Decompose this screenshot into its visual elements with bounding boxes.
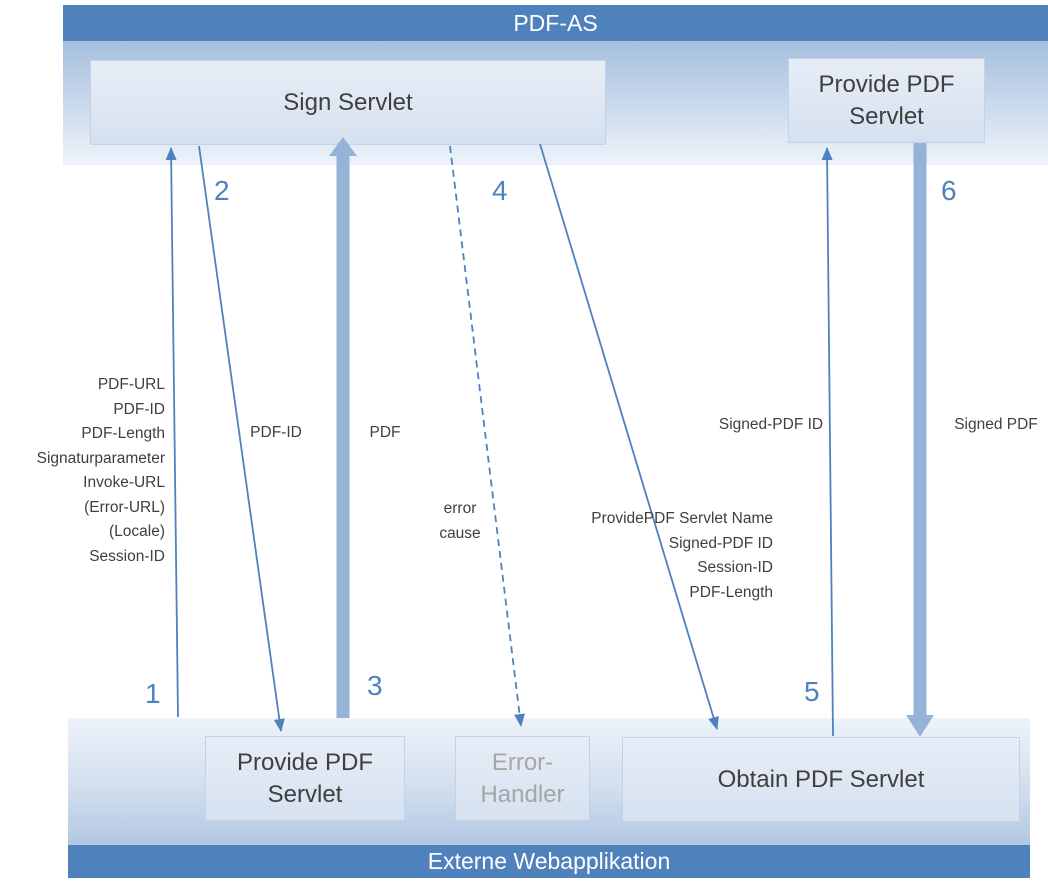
arrow-step4-error-dashed-down bbox=[449, 145, 526, 727]
step1-number: 1 bbox=[145, 678, 161, 709]
error-handler-box: Error- Handler bbox=[455, 736, 590, 821]
step4-redirect-parameters-label: ProvidePDF Servlet Name Signed-PDF ID Se… bbox=[591, 510, 773, 601]
arrow-step1-request-up bbox=[165, 147, 179, 718]
step1-parameters-label: PDF-URL PDF-ID PDF-Length Signaturparame… bbox=[36, 376, 165, 565]
error-handler-label: Error- Handler bbox=[480, 749, 565, 808]
externe-webapplikation-title: Externe Webapplikation bbox=[427, 848, 671, 874]
obtain-pdf-servlet-box: Obtain PDF Servlet bbox=[622, 737, 1020, 822]
obtain-pdf-servlet-label: Obtain PDF Servlet bbox=[717, 765, 925, 793]
pdf-as-title-bar: PDF-AS bbox=[63, 5, 1048, 41]
provide-pdf-servlet-top-label: Provide PDF Servlet bbox=[818, 71, 955, 130]
step3-number: 3 bbox=[367, 670, 383, 701]
step6-number: 6 bbox=[941, 175, 957, 206]
provide-pdf-servlet-bottom-label: Provide PDF Servlet bbox=[236, 749, 374, 808]
step2-number: 2 bbox=[214, 175, 230, 206]
sign-servlet-box: Sign Servlet bbox=[90, 60, 606, 145]
pdf-as-title: PDF-AS bbox=[513, 9, 598, 36]
sign-servlet-label: Sign Servlet bbox=[283, 88, 413, 116]
step3-pdf-label: PDF bbox=[369, 424, 401, 441]
provide-pdf-servlet-top-box: Provide PDF Servlet bbox=[788, 58, 985, 143]
step4-error-cause-label: error cause bbox=[439, 500, 481, 542]
provide-pdf-servlet-bottom-box: Provide PDF Servlet bbox=[205, 736, 405, 821]
step5-number: 5 bbox=[804, 676, 820, 707]
step5-signed-pdf-id-label: Signed-PDF ID bbox=[718, 416, 824, 433]
arrow-step6-signed-pdf-thick-down bbox=[906, 143, 934, 737]
step6-signed-pdf-label: Signed PDF bbox=[954, 416, 1038, 433]
arrow-step4-redirect-down bbox=[539, 143, 719, 730]
arrow-step5-signed-pdf-id-up bbox=[821, 147, 834, 737]
externe-webapplikation-title-bar: Externe Webapplikation bbox=[68, 845, 1030, 878]
arrow-step3-pdf-thick-up bbox=[329, 137, 357, 718]
step2-pdf-id-label: PDF-ID bbox=[250, 424, 302, 441]
step4-number: 4 bbox=[492, 175, 508, 206]
